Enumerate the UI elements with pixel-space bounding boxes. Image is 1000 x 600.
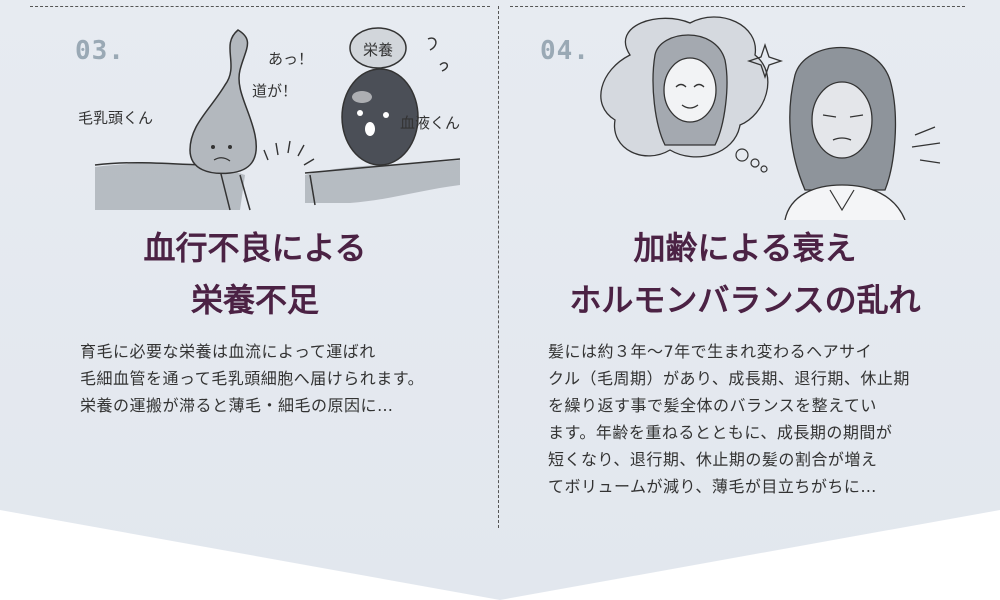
- body-line: 毛細血管を通って毛乳頭細胞へ届けられます。: [80, 369, 425, 388]
- follicle-label: 毛乳頭くん: [78, 109, 154, 127]
- body-line: を繰り返す事で髪全体のバランスを整えてい: [548, 396, 877, 415]
- body-line: クル（毛周期）があり、成長期、退行期、休止期: [548, 369, 910, 388]
- top-dashed-border-left: [30, 6, 490, 7]
- title-line-2: 栄養不足: [177, 274, 333, 326]
- top-dashed-border-right: [510, 6, 965, 7]
- vertical-divider: [498, 6, 499, 528]
- body-line: てボリュームが減り、薄毛が目立ちがちに…: [548, 477, 877, 496]
- title-line-2: ホルモンバランスの乱れ: [555, 274, 934, 326]
- panel-title: 血行不良による 栄養不足: [20, 222, 490, 326]
- panel-number: 03.: [75, 36, 125, 66]
- blood-label: 血液くん: [400, 114, 461, 132]
- title-line-1: 血行不良による: [129, 222, 380, 274]
- body-line: ます。年齢を重ねるとともに、成長期の期間が: [548, 423, 893, 442]
- panel-aging: 04. 加齢による衰え ホルモンバランスの乱れ 髪には約３年〜7年で生まれ変わる…: [510, 0, 980, 530]
- panel-number: 04.: [540, 36, 590, 66]
- panel-title: 加齢による衰え ホルモンバランスの乱れ: [510, 222, 980, 326]
- blood-flow-illustration: [94, 27, 461, 211]
- body-line: 髪には約３年〜7年で生まれ変わるヘアサイ: [548, 342, 873, 361]
- panel-body: 育毛に必要な栄養は血流によって運ばれ 毛細血管を通って毛乳頭細胞へ届けられます。…: [80, 338, 480, 419]
- bubble-label: 栄養: [363, 41, 394, 59]
- panel-blood-flow: 03. 毛乳頭くん 血液くん あっ！ 道が！ 栄養 血行不良による 栄養不足 育…: [20, 0, 490, 530]
- aging-illustration: [600, 16, 941, 220]
- body-line: 短くなり、退行期、休止期の髪の割合が増え: [548, 450, 878, 469]
- title-line-1: 加齢による衰え: [619, 222, 870, 274]
- body-line: 育毛に必要な栄養は血流によって運ばれ: [80, 342, 376, 361]
- speech-line-2: 道が！: [252, 82, 298, 100]
- body-line: 栄養の運搬が滞ると薄毛・細毛の原因に…: [80, 396, 394, 415]
- speech-line-1: あっ！: [268, 50, 314, 68]
- panel-body: 髪には約３年〜7年で生まれ変わるヘアサイ クル（毛周期）があり、成長期、退行期、…: [548, 338, 968, 500]
